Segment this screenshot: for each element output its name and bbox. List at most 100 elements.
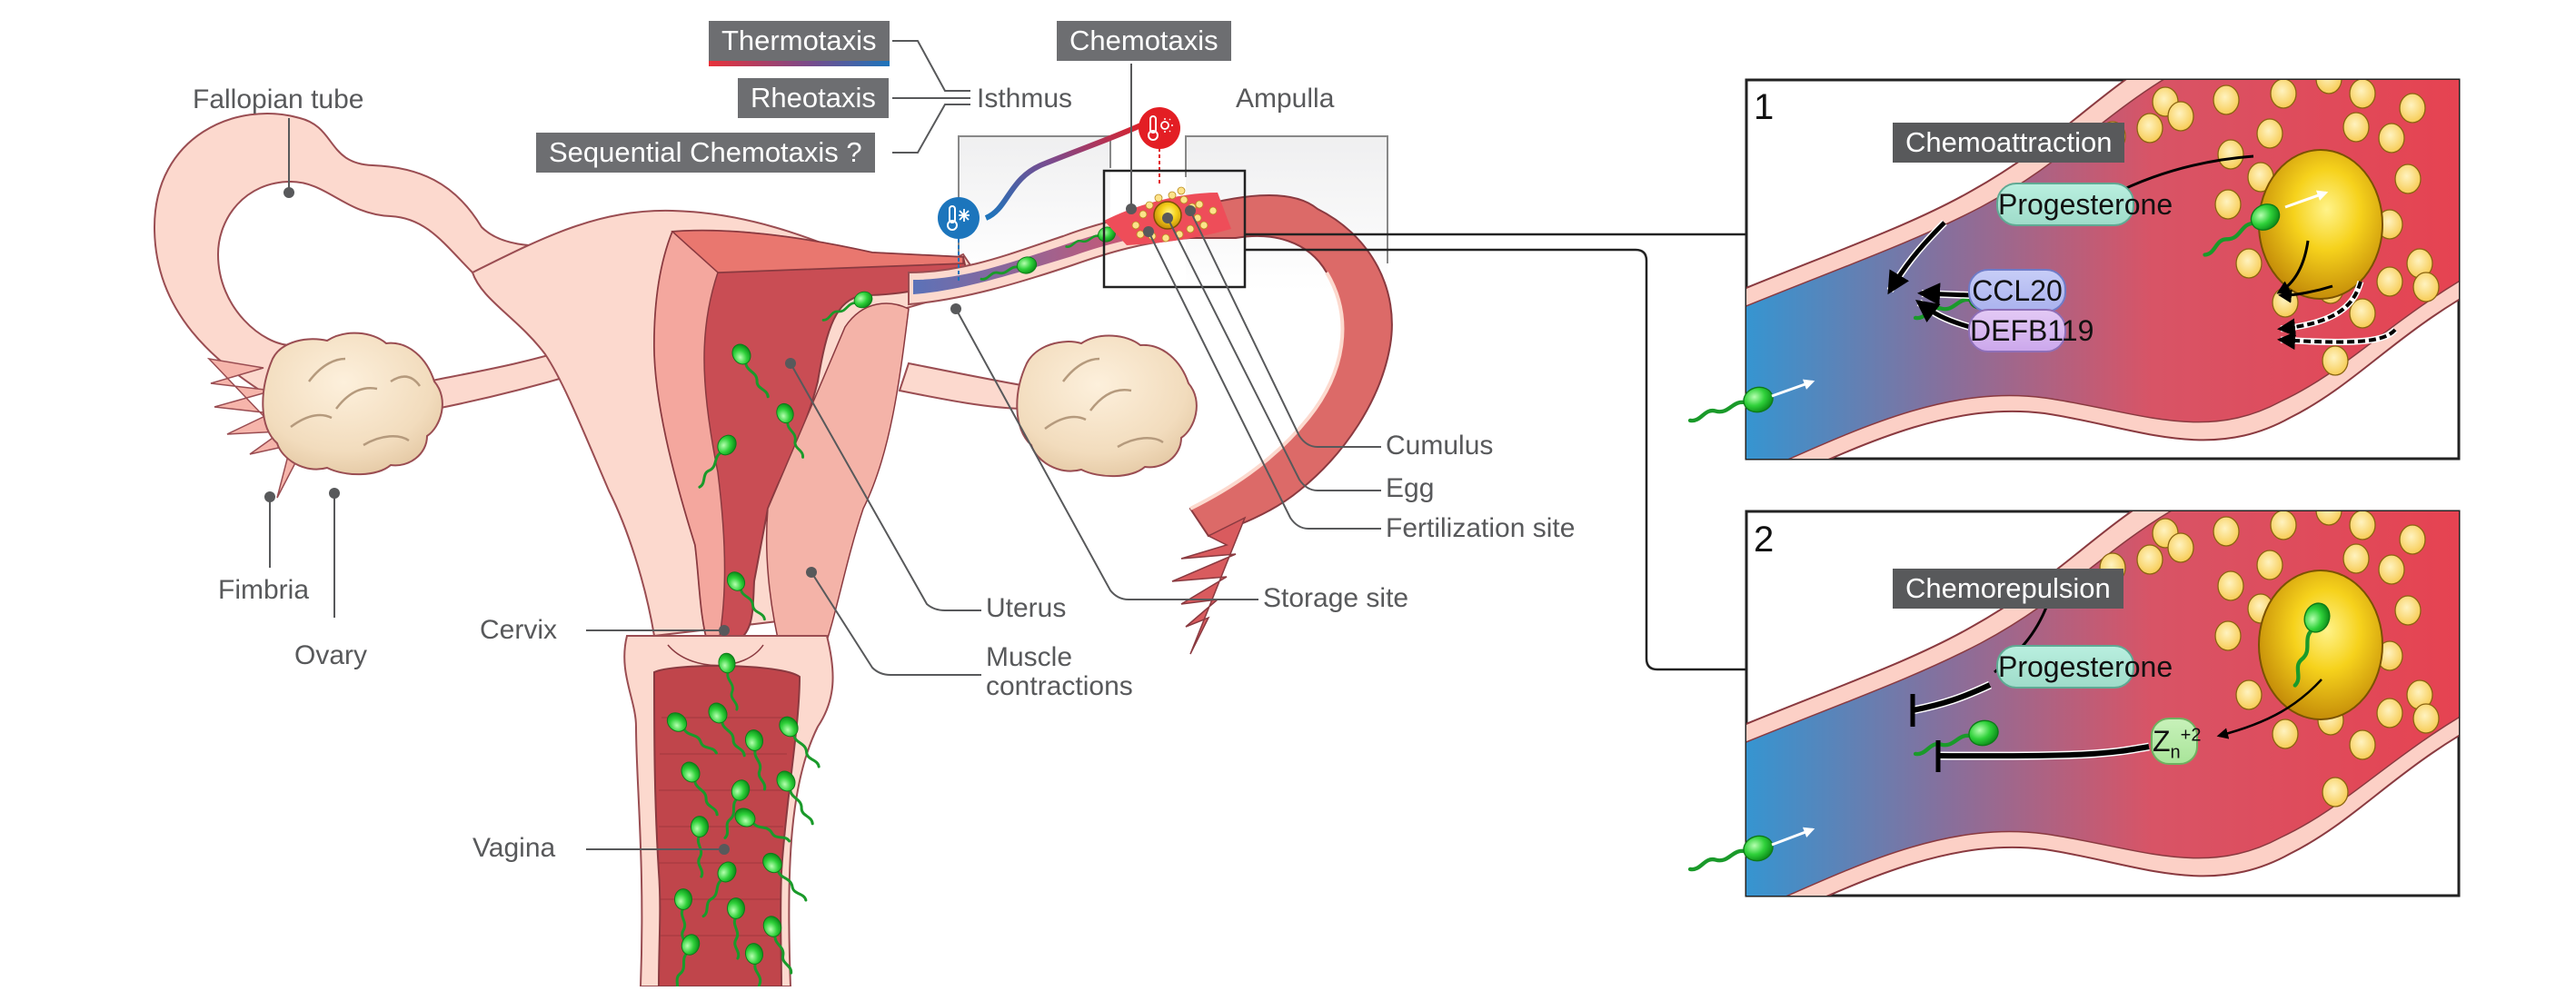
cumulus-cell bbox=[2214, 620, 2242, 651]
mini-cumulus-cell bbox=[1195, 200, 1204, 209]
mini-cumulus-cell bbox=[1161, 233, 1170, 243]
inhibit-progesterone-to-sperm bbox=[1912, 682, 1992, 713]
motion-arrow bbox=[1771, 827, 1815, 847]
zinc-symbol: Z bbox=[2153, 725, 2171, 758]
molecule-ccl20: CCL20 bbox=[1968, 269, 2066, 312]
mini-cumulus-cell bbox=[1139, 210, 1148, 219]
cumulus-cell bbox=[2322, 777, 2349, 808]
label-chemotaxis: Chemotaxis bbox=[1057, 21, 1231, 61]
label-cervix: Cervix bbox=[480, 615, 558, 645]
sperm-cell bbox=[727, 897, 745, 960]
label-muscle-line2: contractions bbox=[986, 670, 1133, 701]
cumulus-cell bbox=[2256, 550, 2283, 580]
arrow-defb119-to-sperm bbox=[1915, 300, 1971, 330]
cumulus-cell bbox=[2217, 570, 2244, 601]
panel-1-arrows bbox=[1886, 154, 2398, 351]
cumulus-cell bbox=[2349, 80, 2376, 109]
panel-2-sperm-group bbox=[1687, 602, 2331, 872]
cumulus-cell bbox=[2399, 93, 2426, 124]
label-thermotaxis: Thermotaxis bbox=[709, 21, 890, 66]
label-cumulus: Cumulus bbox=[1386, 431, 1494, 461]
zoom-region-box bbox=[1102, 169, 1247, 289]
cumulus-cell bbox=[2315, 511, 2342, 526]
mini-cumulus-cell bbox=[1131, 221, 1140, 230]
sperm-cell bbox=[980, 256, 1038, 281]
cumulus-cell bbox=[2217, 139, 2244, 170]
sperm-cell bbox=[723, 779, 751, 839]
cumulus-cell bbox=[2136, 544, 2163, 575]
cumulus-cell bbox=[2376, 698, 2403, 728]
sperm-cell bbox=[666, 712, 718, 755]
cumulus-cell bbox=[2213, 84, 2240, 115]
ampulla-loop bbox=[1179, 193, 1393, 538]
panel-1-egg bbox=[2258, 149, 2383, 300]
sperm-cell bbox=[1687, 386, 1774, 423]
motion-arrow bbox=[2284, 190, 2329, 209]
label-muscle-contractions: Muscle contractions bbox=[986, 643, 1133, 700]
cumulus-cell bbox=[2376, 266, 2403, 297]
molecule-progesterone-2: Progesterone bbox=[1996, 645, 2173, 689]
panel-2-egg bbox=[2258, 570, 2383, 720]
sperm-cell bbox=[681, 761, 719, 817]
cumulus-cell bbox=[2349, 511, 2376, 540]
sperm-cell bbox=[718, 652, 739, 711]
right-fimbria bbox=[1171, 516, 1247, 655]
arrow-egg-to-zinc bbox=[2216, 679, 2322, 739]
sperm-cell bbox=[2293, 602, 2331, 688]
mini-cumulus-cell bbox=[1136, 230, 1145, 239]
mini-cumulus-cell bbox=[1186, 224, 1195, 233]
label-vagina: Vagina bbox=[472, 833, 556, 863]
label-isthmus: Isthmus bbox=[977, 84, 1073, 114]
left-ovary bbox=[262, 332, 443, 476]
sperm-cell bbox=[698, 434, 737, 489]
cumulus-cell bbox=[2167, 532, 2194, 563]
label-sequential-chemotaxis: Sequential Chemotaxis ? bbox=[536, 133, 875, 173]
thermotaxis-gradient-curve bbox=[984, 120, 1149, 221]
sperm-cell bbox=[776, 402, 804, 459]
sperm-cell bbox=[2203, 203, 2281, 257]
sperm-cell bbox=[776, 770, 814, 826]
cumulus-cell bbox=[2167, 101, 2194, 132]
mini-cumulus-cell bbox=[1177, 186, 1186, 195]
cumulus-cell bbox=[2235, 248, 2263, 279]
sperm-cell bbox=[726, 571, 766, 621]
label-fertilization-site: Fertilization site bbox=[1386, 513, 1576, 543]
mini-cumulus-cell bbox=[1154, 193, 1163, 203]
label-fallopian-tube: Fallopian tube bbox=[193, 84, 364, 114]
cumulus-cell bbox=[2378, 554, 2405, 585]
cumulus-cell bbox=[2235, 679, 2263, 710]
sperm-cell bbox=[1913, 719, 1999, 757]
panel-2-cumulus-cells bbox=[2099, 511, 2440, 808]
panel-1-title: Chemoattraction bbox=[1893, 123, 2125, 163]
cumulus-cell bbox=[2214, 189, 2242, 220]
sperm-cell bbox=[701, 861, 737, 918]
sperm-cell bbox=[821, 291, 873, 322]
sperm-cell bbox=[731, 343, 770, 399]
cumulus-cell bbox=[2256, 118, 2283, 149]
label-storage-site: Storage site bbox=[1263, 583, 1409, 613]
cumulus-cell bbox=[2394, 164, 2422, 194]
cumulus-cell bbox=[2270, 80, 2297, 109]
zinc-subscript: n bbox=[2170, 742, 2181, 763]
inhibit-zinc-to-sperm bbox=[1937, 744, 2150, 759]
mini-cumulus-cell bbox=[1208, 206, 1218, 215]
cumulus-cell bbox=[2349, 729, 2376, 760]
arrow-cumulus-to-ccl20 bbox=[2278, 284, 2333, 303]
mini-cumulus-cell bbox=[1179, 195, 1189, 204]
sperm-cell bbox=[762, 916, 793, 975]
sperm-cell bbox=[744, 729, 767, 791]
label-ovary: Ovary bbox=[294, 640, 368, 670]
panel-1-number: 1 bbox=[1754, 87, 1775, 127]
label-uterus: Uterus bbox=[986, 593, 1067, 623]
mini-cumulus-cell bbox=[1199, 221, 1208, 230]
label-muscle-line1: Muscle bbox=[986, 642, 1073, 672]
panel-2-title: Chemorepulsion bbox=[1893, 569, 2123, 609]
panel-2-number: 2 bbox=[1754, 520, 1775, 560]
cumulus-cell bbox=[2342, 112, 2370, 143]
arrow-ccl20-to-sperm bbox=[1917, 282, 1971, 306]
arrow-egg-to-defb119 bbox=[2277, 281, 2362, 337]
cumulus-cell bbox=[2272, 718, 2299, 749]
cumulus-cell bbox=[2394, 595, 2422, 626]
